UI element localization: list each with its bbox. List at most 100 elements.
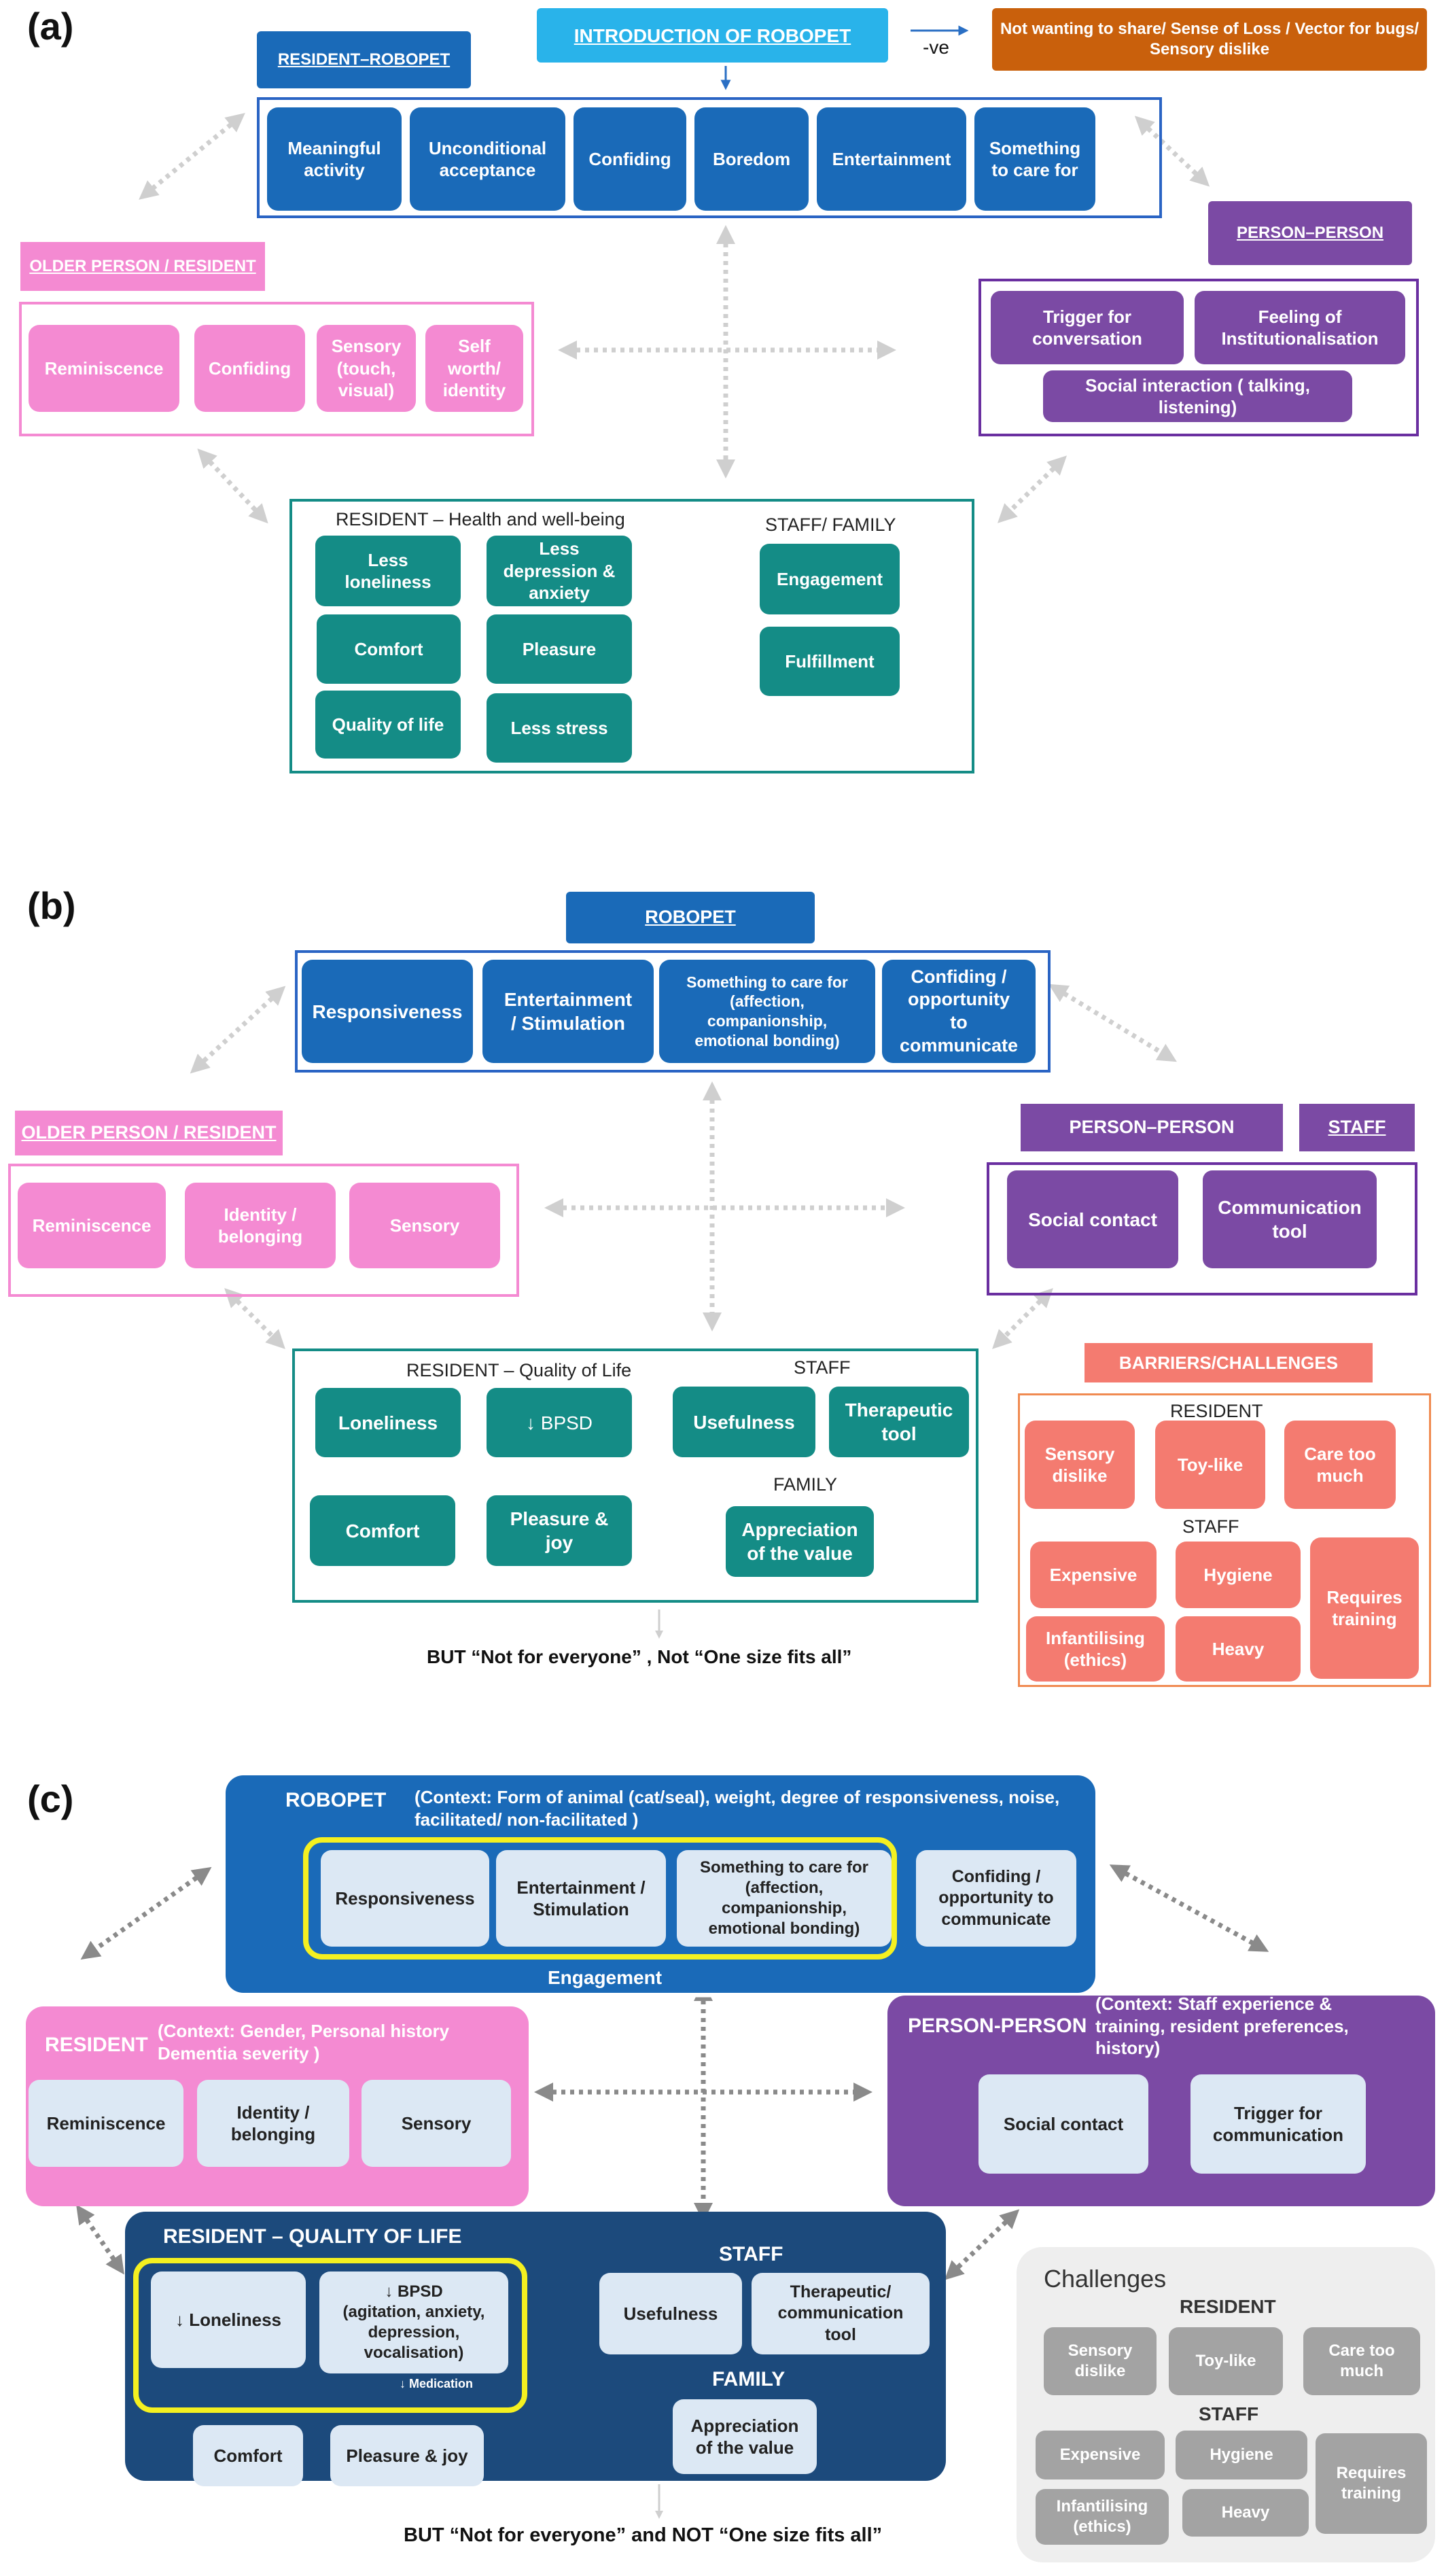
health-frame [289,499,974,773]
bb-item-hygiene: Hygiene [1176,1542,1301,1608]
qb-item-comfort: Comfort [310,1495,455,1566]
resc-item-identity: Identity / belonging [197,2080,349,2167]
qc-item-therapeutic: Therapeutic/ communication tool [752,2273,930,2354]
health-resident-title: RESIDENT – Health and well-being [336,509,625,529]
panel-b-label: (b) [27,884,76,927]
qol-family-title-b: FAMILY [773,1474,838,1495]
pp-item-trigger-conversation: Trigger for conversation [991,291,1184,364]
cc-item-requires-training: Requires training [1316,2433,1427,2534]
cc-item-care-too-much: Care too much [1303,2327,1420,2395]
bb-item-requires-training: Requires training [1310,1537,1419,1679]
health-item-quality-of-life: Quality of life [315,691,461,759]
bb-item-expensive: Expensive [1030,1542,1157,1608]
pb-item-social-contact: Social contact [1007,1170,1178,1268]
robopet-header-c: ROBOPET [285,1789,387,1811]
op-item-self-worth: Self worth/ identity [425,325,523,412]
rr-item-meaningful-activity: Meaningful activity [267,107,402,211]
qb-item-pleasure: Pleasure & joy [487,1495,632,1566]
rb-item-confiding: Confiding / opportunity to communicate [882,960,1036,1063]
ob-item-sensory: Sensory [349,1183,500,1268]
health-item-comfort: Comfort [317,614,461,684]
rr-item-something-to-care: Something to care for [974,107,1095,211]
challenges-header-c: Challenges [1044,2265,1167,2293]
qb-item-therapeutic: Therapeutic tool [829,1387,969,1457]
person-person-header: PERSON–PERSON [1208,201,1412,265]
resident-robopet-header: RESIDENT–ROBOPET [257,31,471,88]
bb-item-heavy: Heavy [1176,1616,1301,1682]
footer-b: BUT “Not for everyone” , Not “One size f… [427,1646,852,1667]
qol-family-title-c: FAMILY [712,2368,786,2390]
qb-item-bpsd: ↓ BPSD [487,1388,632,1457]
cc-item-sensory-dislike: Sensory dislike [1044,2327,1157,2395]
panel-c-arrows [76,1864,1269,2280]
qc-item-loneliness: ↓ Loneliness [151,2272,306,2368]
bb-item-care-too-much: Care too much [1284,1421,1396,1509]
rr-item-unconditional-acceptance: Unconditional acceptance [410,107,565,211]
pp-item-social-interaction: Social interaction ( talking, listening) [1043,370,1352,422]
qol-staff-title-c: STAFF [719,2243,783,2265]
older-person-frame [19,302,534,436]
resident-robopet-frame [257,97,1162,218]
qc-item-appreciation: Appreciation of the value [673,2399,817,2474]
resident-context-c: (Context: Gender, Personal history Demen… [158,2021,450,2064]
person-person-header-b: PERSON–PERSON [1021,1104,1283,1151]
rr-item-confiding: Confiding [574,107,686,211]
footer-c: BUT “Not for everyone” and NOT “One size… [404,2524,883,2546]
person-person-header-c: PERSON-PERSON [908,2015,1087,2037]
qol-frame-b [292,1348,978,1603]
health-item-fulfillment: Fulfillment [760,627,900,696]
person-person-frame-b [987,1162,1417,1295]
qb-item-loneliness: Loneliness [315,1388,461,1457]
resc-item-reminiscence: Reminiscence [29,2080,183,2167]
barriers-frame-b [1018,1393,1431,1687]
rc-item-confiding: Confiding / opportunity to communicate [916,1850,1076,1947]
cc-item-hygiene: Hygiene [1176,2431,1307,2479]
qol-highlight-c [133,2258,527,2413]
cc-item-toy-like: Toy-like [1169,2327,1283,2395]
pp-item-institutionalisation: Feeling of Institutionalisation [1195,291,1405,364]
qb-item-appreciation: Appreciation of the value [726,1506,874,1577]
panel-a-arrows [139,113,1210,524]
health-staff-title: STAFF/ FAMILY [765,515,896,535]
qb-item-usefulness: Usefulness [673,1387,815,1457]
ob-item-identity: Identity / belonging [185,1183,336,1268]
rr-item-boredom: Boredom [694,107,809,211]
older-person-frame-b [8,1164,519,1297]
rb-item-something-to-care: Something to care for (affection, compan… [659,960,875,1063]
qol-staff-title-b: STAFF [794,1357,851,1378]
cc-item-expensive: Expensive [1036,2431,1165,2479]
older-person-header: OLDER PERSON / RESIDENT [20,242,265,291]
bb-item-infantilising: Infantilising (ethics) [1026,1616,1165,1682]
op-item-confiding: Confiding [194,325,305,412]
person-person-context-c: (Context: Staff experience & training, r… [1095,1994,1349,2058]
panel-b-arrows [190,984,1177,1349]
person-person-frame [978,279,1419,436]
barriers-resident-title: RESIDENT [1170,1401,1263,1421]
rc-item-entertainment: Entertainment / Stimulation [496,1850,666,1947]
health-item-less-depression: Less depression & anxiety [487,536,632,606]
bb-item-toy-like: Toy-like [1155,1421,1265,1509]
qc-item-bpsd: ↓ BPSD (agitation, anxiety, depression, … [319,2272,508,2373]
rc-item-responsiveness: Responsiveness [321,1850,489,1947]
negative-label: -ve [923,37,949,58]
panel-c-label: (c) [27,1777,74,1820]
health-item-less-stress: Less stress [487,693,632,763]
challenges-resident-title-c: RESIDENT [1180,2296,1276,2317]
op-item-sensory: Sensory (touch, visual) [317,325,416,412]
health-item-less-loneliness: Less loneliness [315,536,461,606]
health-item-pleasure: Pleasure [487,614,632,684]
ppc-item-social-contact: Social contact [978,2074,1148,2174]
ob-item-reminiscence: Reminiscence [18,1183,166,1268]
robopet-context-c: (Context: Form of animal (cat/seal), wei… [415,1787,1060,1830]
robopet-highlight-c [303,1837,897,1960]
resident-header-c: RESIDENT [45,2034,148,2056]
challenges-staff-title-c: STAFF [1199,2403,1259,2424]
qol-header-c: RESIDENT – QUALITY OF LIFE [163,2225,462,2248]
qc-item-usefulness: Usefulness [599,2273,742,2354]
qc-item-pleasure: Pleasure & joy [330,2425,484,2486]
older-person-header-b: OLDER PERSON / RESIDENT [15,1111,283,1155]
pb-item-communication-tool: Communication tool [1203,1170,1377,1268]
panel-a-label: (a) [27,5,74,48]
bb-item-sensory-dislike: Sensory dislike [1025,1421,1135,1509]
